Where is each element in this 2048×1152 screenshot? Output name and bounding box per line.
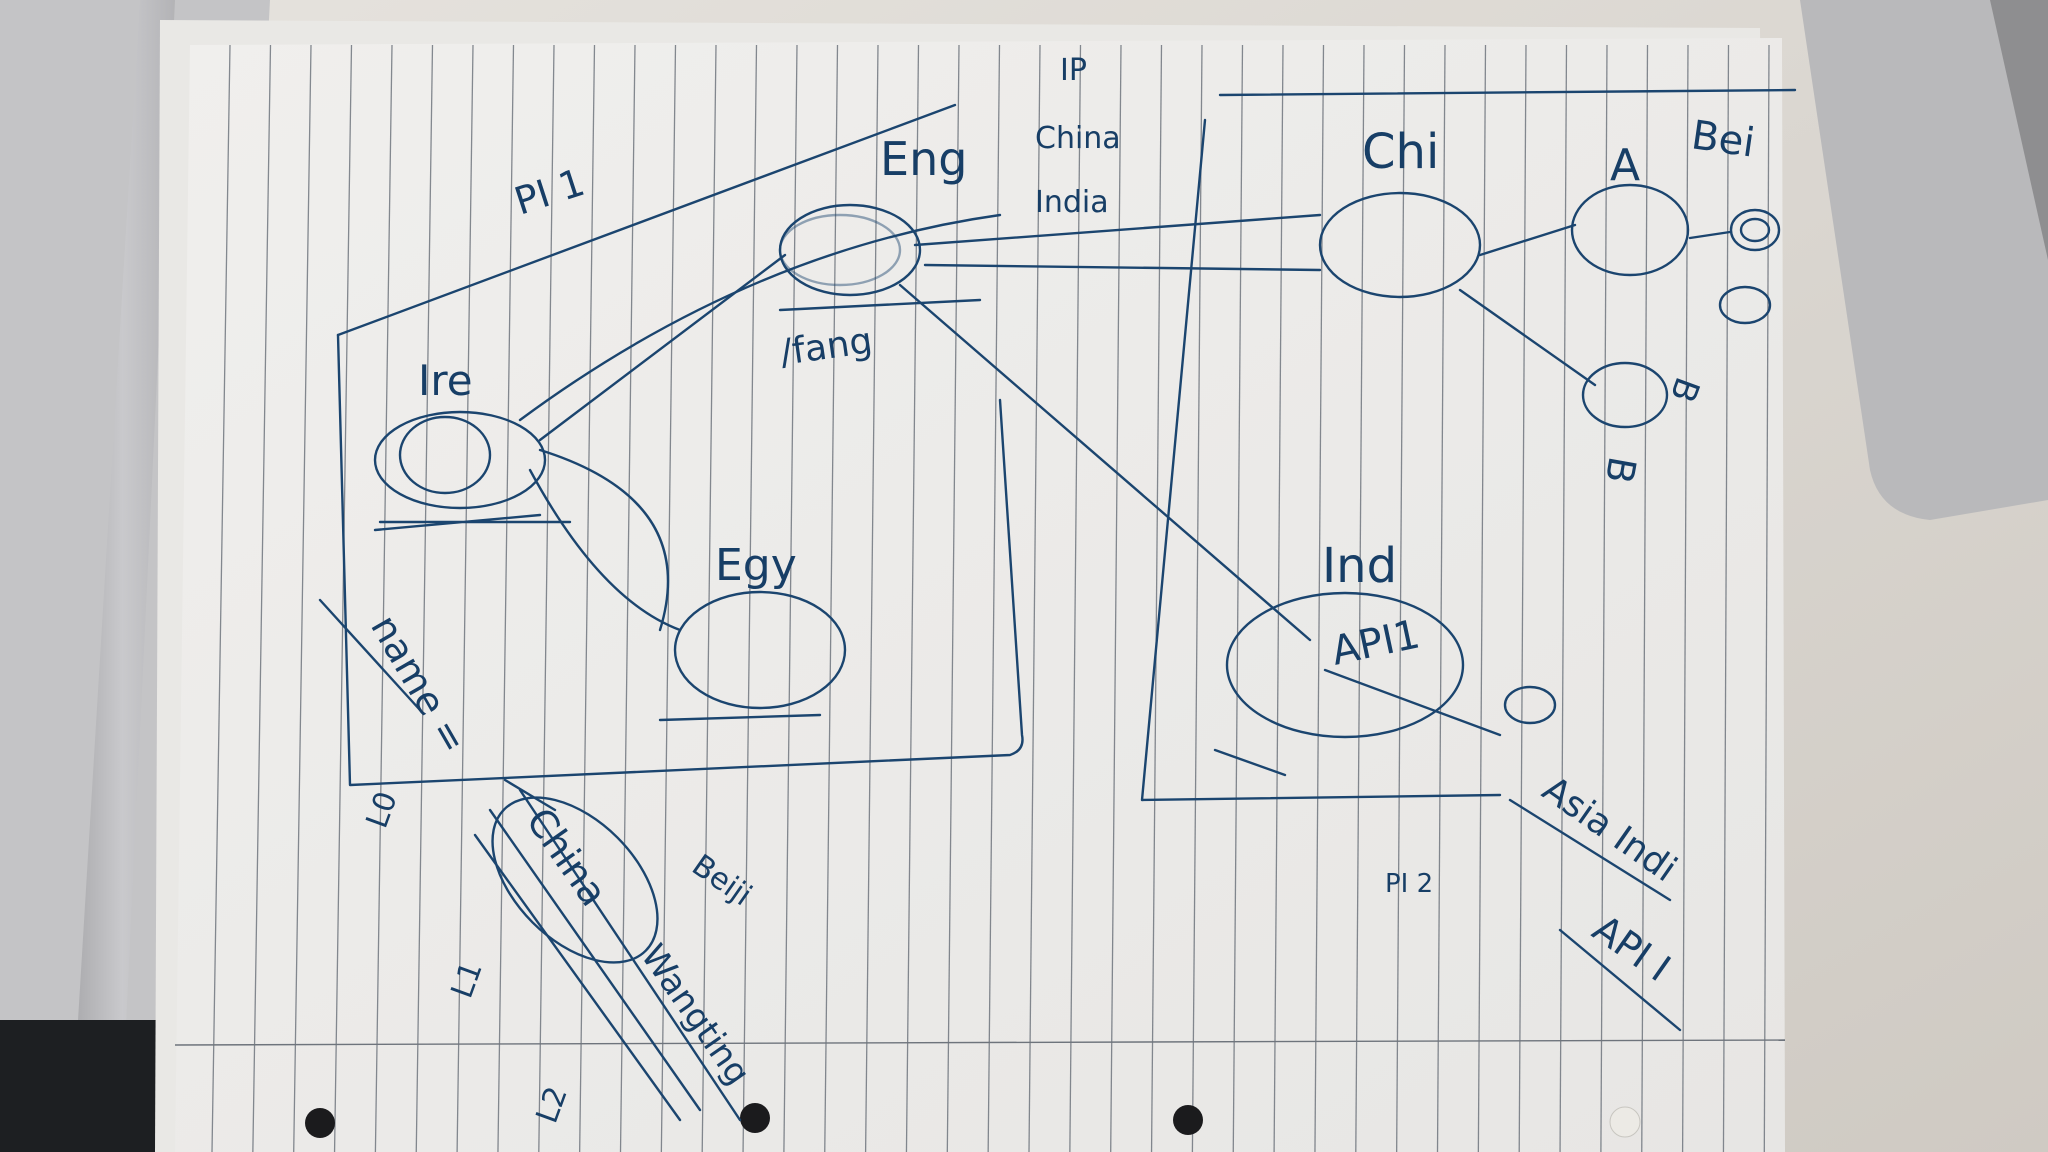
ruled-line <box>946 44 960 1152</box>
sketch-strokes <box>318 88 1797 1122</box>
ruled-line <box>1641 44 1649 1152</box>
binder-hole <box>740 1103 770 1133</box>
ruled-line <box>1150 44 1163 1152</box>
node-label-a: A <box>1610 140 1640 191</box>
ruled-line <box>293 44 312 1152</box>
ruled-line <box>824 44 839 1152</box>
paper-sheet <box>175 38 1785 1152</box>
binder-hole <box>1609 1106 1641 1138</box>
ruled-line <box>1477 44 1487 1152</box>
ruled-line <box>1600 44 1608 1152</box>
binder-hole <box>305 1108 335 1138</box>
binder-hole <box>1173 1105 1203 1135</box>
ruled-line <box>701 44 717 1152</box>
ruled-line <box>1232 44 1244 1152</box>
ruled-line <box>1436 44 1446 1152</box>
label-pi-two: PI 2 <box>1385 869 1433 899</box>
laptop-right-edge <box>1990 0 2048 260</box>
ruled-line <box>415 44 434 1152</box>
node-label-bei: Bei <box>1689 112 1758 166</box>
ruled-line <box>742 44 758 1152</box>
node-label-eng: Eng <box>880 132 967 186</box>
ruled-line <box>1191 44 1203 1152</box>
ip-note-heading: IP <box>1060 53 1087 88</box>
dark-mat <box>0 1020 180 1152</box>
ruled-line <box>1069 44 1082 1152</box>
ruled-line <box>1396 44 1406 1152</box>
ruled-line <box>987 44 1001 1152</box>
ruled-line <box>1355 44 1365 1152</box>
ruled-line <box>1518 44 1527 1152</box>
ruled-lines <box>211 44 1770 1152</box>
ruled-line <box>374 44 393 1152</box>
ruled-line <box>1273 44 1284 1152</box>
node-label-egy: Egy <box>715 540 797 591</box>
ruled-line <box>1722 44 1730 1152</box>
ruled-line <box>497 44 515 1152</box>
ruled-line <box>1028 44 1041 1152</box>
laptop-right <box>1800 0 2048 520</box>
ip-note-line1: China <box>1035 121 1121 156</box>
ruled-line <box>333 44 353 1152</box>
ip-note-line2: India <box>1035 185 1109 220</box>
ruled-line <box>211 44 231 1152</box>
ruled-line <box>456 44 474 1152</box>
ruled-line <box>660 44 677 1152</box>
margin-line <box>174 1039 1786 1046</box>
node-label-ind: Ind <box>1322 538 1397 594</box>
ruled-line <box>783 44 798 1152</box>
ruled-line <box>579 44 596 1152</box>
ruled-line <box>1559 44 1568 1152</box>
node-label-ire: Ire <box>418 356 473 405</box>
node-label-chi: Chi <box>1362 124 1439 180</box>
ruled-line <box>252 44 272 1152</box>
laptop-left-edge <box>70 0 175 1152</box>
ruled-line <box>864 44 879 1152</box>
ruled-line <box>538 44 555 1152</box>
